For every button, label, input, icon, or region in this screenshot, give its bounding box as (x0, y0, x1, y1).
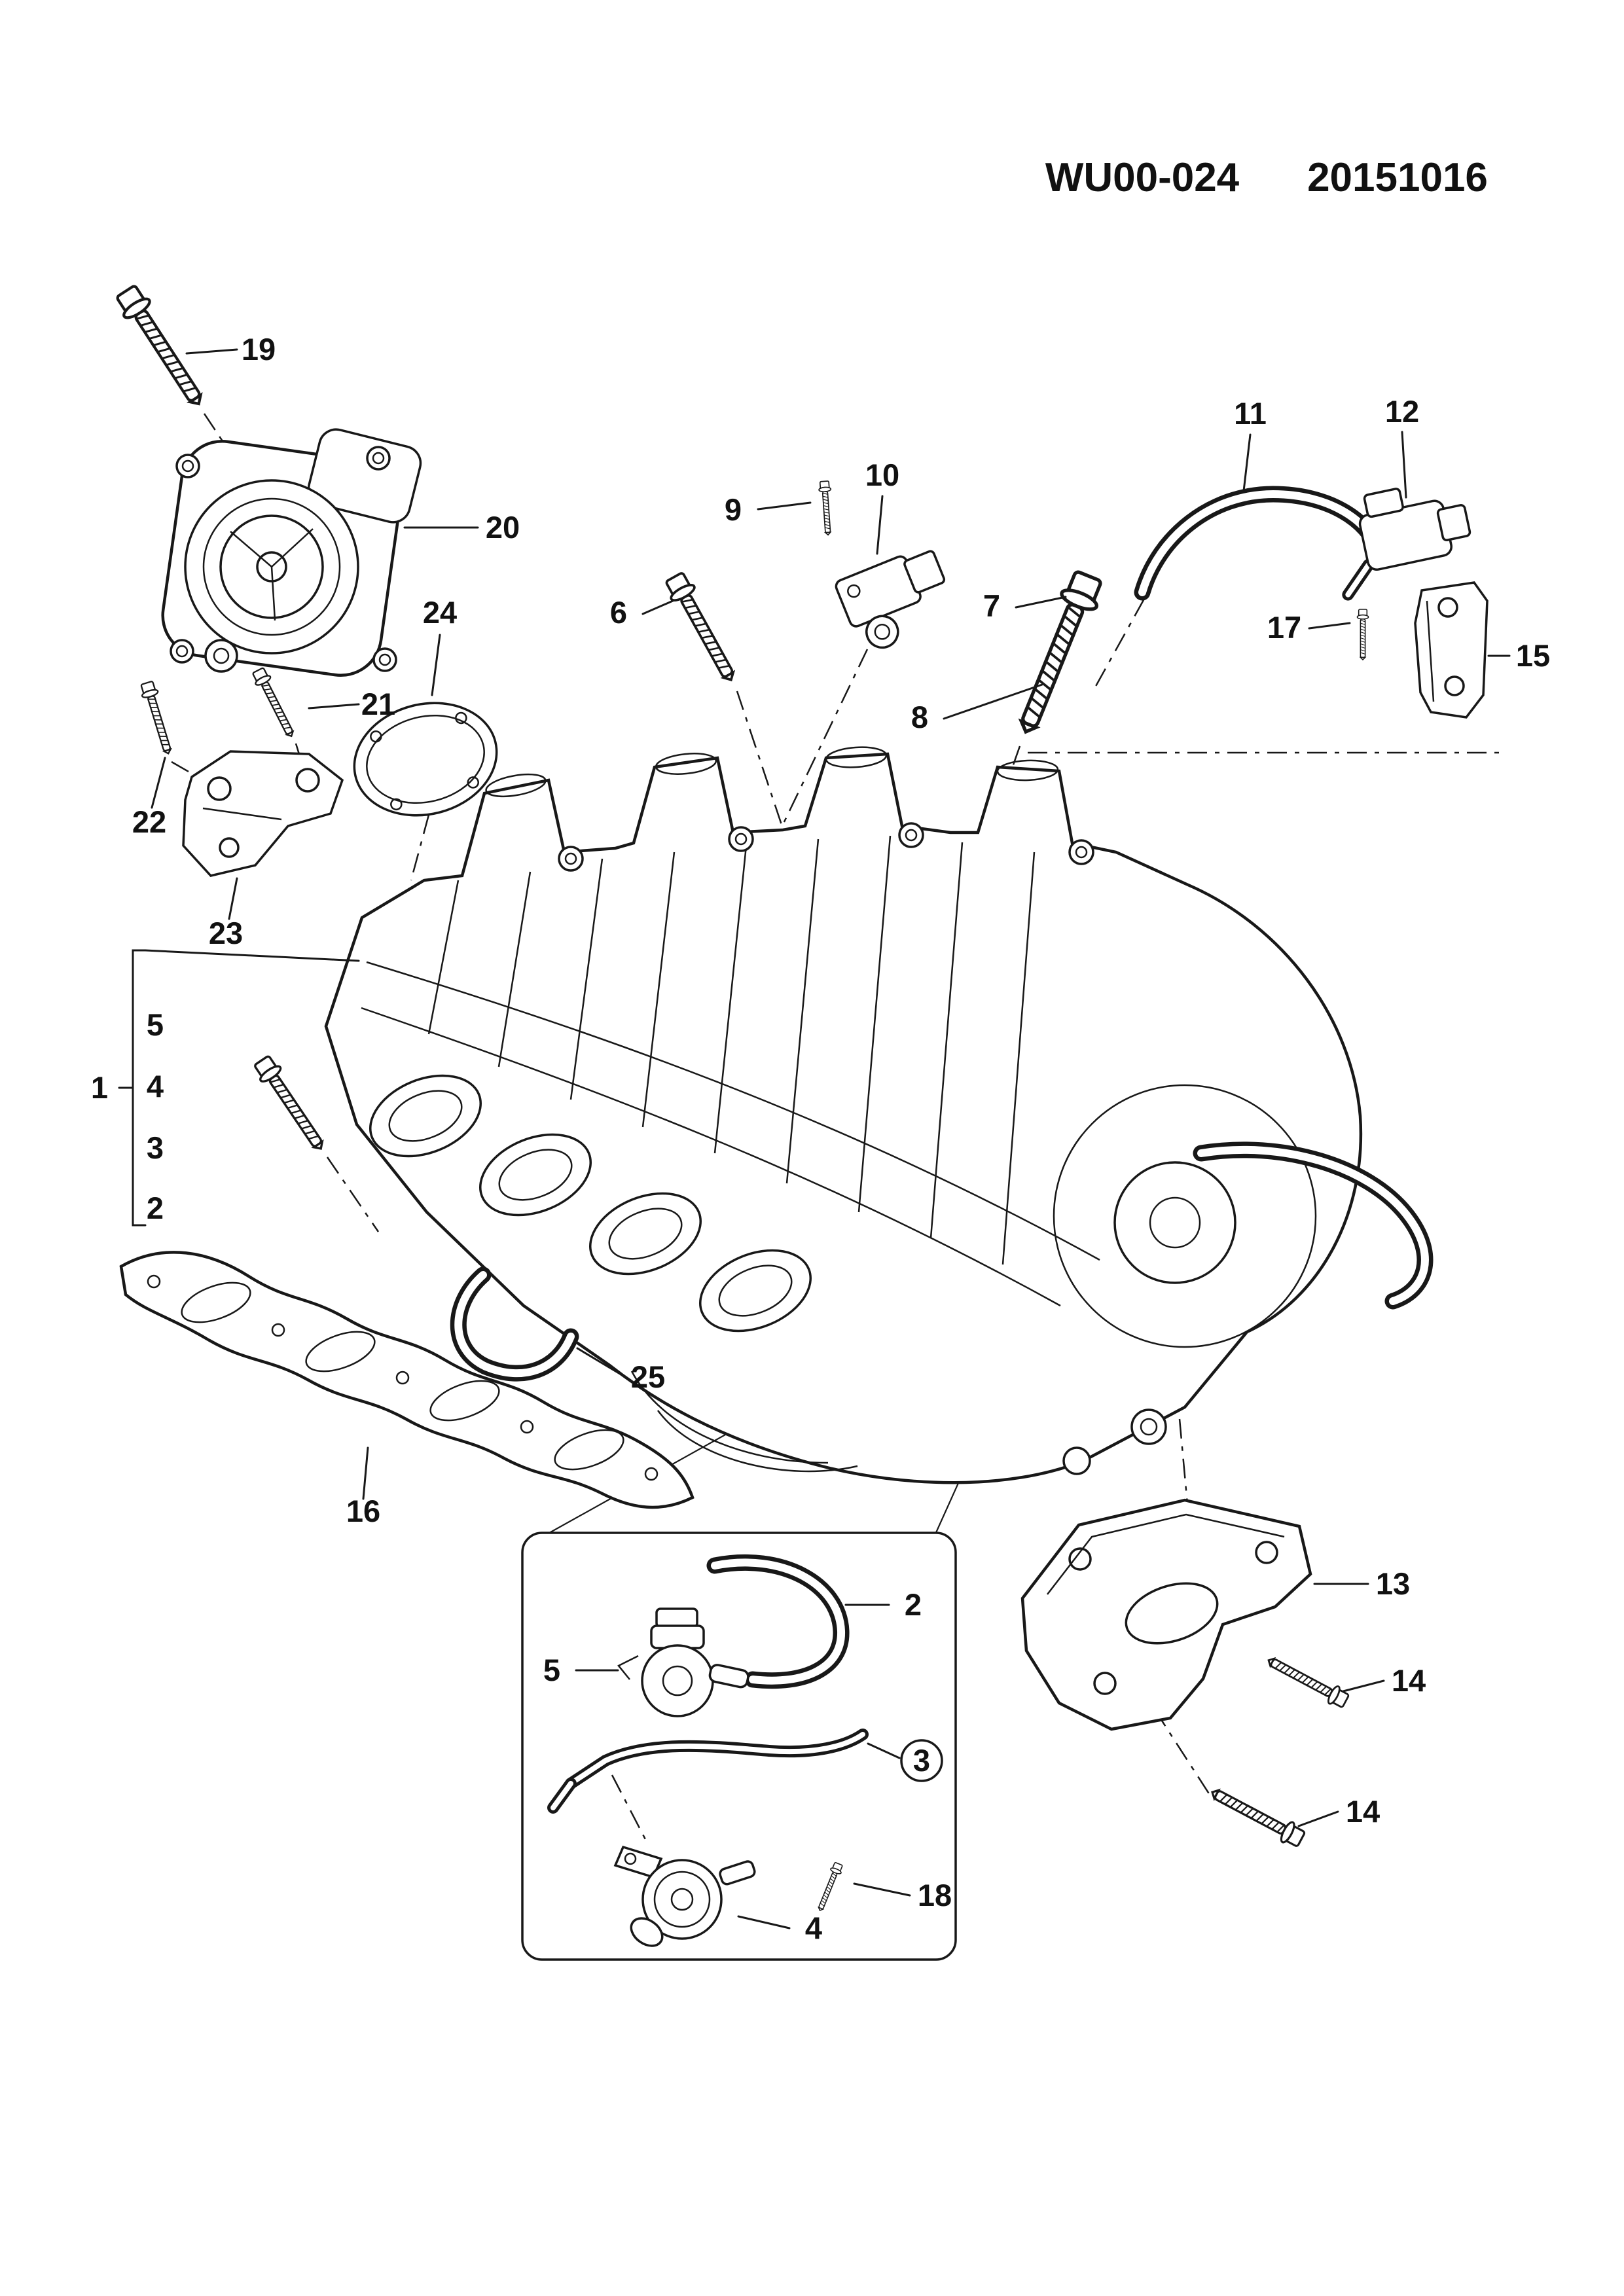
callout-16: 16 (346, 1494, 380, 1528)
hose-3 (547, 1729, 869, 1814)
callout-1: 1 (91, 1070, 108, 1105)
callout-group-2: 2 (147, 1191, 164, 1225)
vacuum-hose-11 (1134, 486, 1386, 601)
callout-6: 6 (610, 595, 627, 630)
intake-manifold (324, 746, 1434, 1484)
callout-13: 13 (1376, 1566, 1410, 1601)
callout-23: 23 (209, 916, 243, 950)
callout-8: 8 (911, 700, 928, 734)
throttle-body (161, 428, 422, 677)
callout-inset-4: 4 (805, 1910, 822, 1945)
bolt-22 (137, 679, 177, 757)
callout-inset-3: 3 (913, 1743, 930, 1778)
throttle-body-gasket (353, 702, 498, 817)
callout-25: 25 (631, 1359, 665, 1394)
callout-group-5: 5 (147, 1007, 164, 1042)
callout-14-lower: 14 (1346, 1794, 1380, 1829)
support-bracket-23 (182, 750, 344, 877)
callout-11: 11 (1234, 396, 1267, 431)
bolt-14-upper (1263, 1651, 1352, 1711)
purge-valve-5 (617, 1607, 749, 1717)
callout-9: 9 (725, 492, 742, 527)
callout-17: 17 (1267, 610, 1301, 645)
mounting-bracket-15 (1414, 581, 1489, 719)
callout-inset-2: 2 (905, 1587, 922, 1622)
callout-group-4: 4 (147, 1069, 164, 1103)
detail-inset (521, 1532, 957, 1961)
bolt-17 (1356, 609, 1369, 660)
map-sensor (835, 550, 946, 649)
valve-4 (613, 1845, 756, 1947)
callouts: 19 20 9 10 11 12 6 7 24 21 17 15 8 22 23… (91, 332, 1550, 1945)
hose-2 (706, 1554, 850, 1689)
leader-lines (118, 348, 1511, 1929)
circled-3-ring (900, 1739, 943, 1782)
callout-group-3: 3 (147, 1130, 164, 1165)
u-clamp-25 (450, 1266, 579, 1382)
doc-number: 20151016 (1307, 155, 1488, 200)
bolt-14-lower (1206, 1781, 1308, 1851)
callout-24: 24 (423, 595, 457, 630)
callout-inset-5: 5 (543, 1653, 560, 1687)
callout-10: 10 (865, 457, 899, 492)
callout-20: 20 (486, 510, 520, 545)
callout-12: 12 (1385, 394, 1419, 429)
callout-15: 15 (1516, 638, 1550, 673)
purge-solenoid-12 (1342, 488, 1471, 601)
callout-7: 7 (983, 588, 1000, 623)
callout-19: 19 (242, 332, 276, 367)
bolt-9 (818, 480, 835, 536)
support-bracket-13 (1020, 1498, 1312, 1731)
callout-inset-18: 18 (918, 1878, 952, 1912)
stud-bolt-7-8 (1009, 569, 1106, 739)
doc-code: WU00-024 (1045, 155, 1240, 200)
callout-22: 22 (132, 804, 166, 839)
bolt-21 (249, 666, 300, 741)
intake-manifold-gasket (119, 1251, 695, 1509)
bolt-19 (113, 283, 211, 412)
bolt-6 (661, 569, 744, 688)
bolt-group-1 (250, 1052, 332, 1157)
callout-14-upper: 14 (1392, 1663, 1426, 1698)
callout-21: 21 (361, 687, 395, 721)
